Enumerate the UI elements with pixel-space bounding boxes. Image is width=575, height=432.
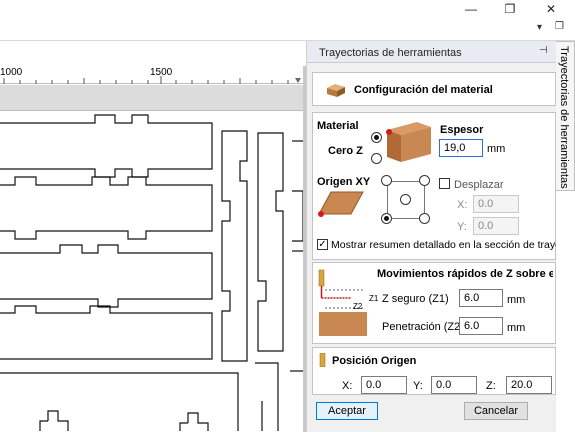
home-position-title: Posición Origen: [332, 355, 417, 367]
panel-header: Trayectorias de herramientas ⊣: [307, 41, 557, 63]
close-icon: ✕: [545, 2, 557, 16]
pin-icon[interactable]: ▾: [537, 22, 543, 33]
home-y-input[interactable]: 0.0: [431, 376, 477, 394]
material-config-section: Configuración del material: [312, 72, 556, 106]
toolpath-vectors[interactable]: [0, 101, 303, 431]
xy-origin-label: Origen XY: [317, 176, 371, 188]
offset-x-label: X:: [457, 199, 468, 211]
accept-button[interactable]: Aceptar: [316, 402, 378, 420]
vertical-scrollbar[interactable]: [303, 66, 306, 432]
side-tab-toolpaths[interactable]: Trayectorias de herramientas: [556, 41, 575, 191]
title-bar: — ❐ ✕: [0, 0, 575, 18]
zero-z-label: Cero Z: [328, 145, 363, 157]
home-x-label: X:: [342, 380, 353, 392]
offset-y-input[interactable]: 0.0: [473, 217, 519, 235]
offset-checkbox[interactable]: [439, 178, 450, 189]
material-config-title: Configuración del material: [354, 84, 493, 96]
material-label: Material: [317, 120, 359, 132]
offset-label: Desplazar: [454, 179, 504, 191]
origin-center-radio[interactable]: [400, 194, 411, 205]
material-thickness-icon: [386, 122, 431, 162]
zero-z-bottom-radio[interactable]: [371, 153, 382, 164]
xy-origin-selector: [387, 181, 425, 219]
material-block-icon: [327, 84, 345, 97]
float-window-icon[interactable]: ❐: [555, 21, 564, 32]
horizontal-ruler: 1000 1500: [0, 66, 303, 84]
side-tab-label: Trayectorias de herramientas: [558, 46, 570, 189]
offset-y-label: Y:: [457, 221, 467, 233]
toolbar-strip: ▾ ❐: [0, 18, 575, 41]
canvas-header-band: [0, 85, 303, 111]
home-tool-icon: [319, 353, 326, 367]
show-summary-label: Mostrar resumen detallado en la sección …: [331, 239, 575, 251]
show-summary-checkbox[interactable]: ✓: [317, 239, 328, 250]
z1-diagram-label: Z1: [369, 294, 379, 303]
home-y-label: Y:: [413, 380, 423, 392]
xy-origin-icon: [318, 191, 364, 217]
z2-diagram-label: Z2: [353, 302, 363, 311]
rapid-z-section: Movimientos rápidos de Z sobre el Materi…: [312, 262, 556, 344]
origin-bottom-left-radio[interactable]: [381, 213, 392, 224]
toolpaths-panel: Trayectorias de herramientas ⊣ Configura…: [306, 41, 575, 432]
rapid-z-diagram: [318, 269, 367, 336]
pin-icon[interactable]: ⊣: [539, 45, 548, 56]
home-x-input[interactable]: 0.0: [361, 376, 407, 394]
plunge-unit: mm: [507, 322, 526, 334]
material-section: Material Cero Z Espesor 19,0 mm Origen X…: [312, 112, 575, 260]
ruler-label: 1500: [150, 67, 173, 78]
plunge-label: Penetración (Z2): [382, 321, 464, 333]
thickness-label: Espesor: [440, 124, 484, 136]
home-position-section: Posición Origen X: 0.0 Y: 0.0 Z: 20.0: [312, 347, 556, 395]
close-button[interactable]: ✕: [536, 0, 566, 18]
origin-top-right-radio[interactable]: [419, 175, 430, 186]
thickness-unit: mm: [487, 143, 506, 155]
restore-button[interactable]: ❐: [495, 0, 525, 18]
origin-top-left-radio[interactable]: [381, 175, 392, 186]
minimize-button[interactable]: —: [456, 0, 486, 18]
ruler-ticks: [3, 76, 301, 84]
home-z-input[interactable]: 20.0: [506, 376, 552, 394]
side-tab-area: [556, 191, 575, 432]
origin-bottom-right-radio[interactable]: [419, 213, 430, 224]
rapid-z-title: Movimientos rápidos de Z sobre el Materi…: [377, 268, 553, 280]
zero-z-top-radio[interactable]: [371, 132, 382, 143]
plunge-input[interactable]: 6.0: [459, 317, 503, 335]
minimize-icon: —: [465, 2, 477, 16]
thickness-input[interactable]: 19,0: [439, 139, 483, 157]
home-z-label: Z:: [486, 380, 496, 392]
cancel-button[interactable]: Cancelar: [464, 402, 528, 420]
restore-icon: ❐: [504, 2, 516, 16]
safe-z-input[interactable]: 6.0: [459, 289, 503, 307]
ruler-label: 1000: [0, 67, 23, 78]
safe-z-unit: mm: [507, 294, 526, 306]
drawing-canvas[interactable]: 1000 1500: [0, 41, 306, 432]
safe-z-label: Z seguro (Z1): [382, 293, 449, 305]
panel-title: Trayectorias de herramientas: [319, 47, 462, 59]
offset-x-input[interactable]: 0.0: [473, 195, 519, 213]
